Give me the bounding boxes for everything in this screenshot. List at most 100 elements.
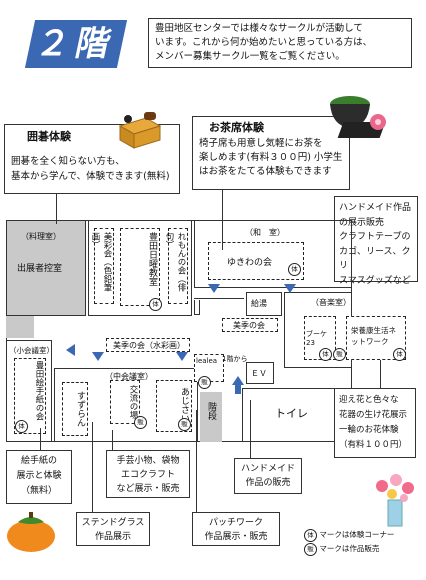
etegami-line-3: （無料） [20, 486, 57, 496]
stained-callout: ステンドグラス 作品展示 [76, 512, 150, 546]
legend-tai: 体 マークは体験コーナー [304, 528, 424, 542]
bijin-big-booth: 美季の会（水彩画） [106, 338, 190, 352]
washitsu-label: （和 室） [245, 228, 285, 237]
patchwork-line-2: 作品展示・販売 [204, 532, 268, 542]
tea-line-2: 楽しめます(有料３００円) 小学生 [199, 152, 343, 163]
bijin-small-booth: 美季の会 [222, 318, 278, 332]
tea-line-1: 椅子席も用意し気軽にお茶を [199, 138, 323, 149]
cooking-room: （料理室） 出展者控室 [6, 220, 86, 316]
han-mark: 販 [178, 418, 191, 431]
lealea-label: lealea [196, 357, 218, 365]
washitsu: （和 室） [194, 220, 352, 288]
tea-set-icon [322, 82, 408, 146]
remon-label: れもんの会（俳句） [164, 232, 186, 292]
bisaikai-label: 美彩会（色鉛筆画） [90, 232, 112, 292]
go-board-icon [116, 112, 162, 154]
yukiwa-label: ゆきわの会 [227, 258, 273, 268]
go-line-2: 基本から学んで、体験できます(無料) [11, 171, 170, 182]
arrow-down-icon [284, 284, 296, 293]
tai-mark: 体 [319, 348, 332, 361]
flower-arrangement-icon [370, 470, 420, 528]
booka-label: ブーケ23 [306, 330, 327, 347]
exhibitor-waiting-label: 出展者控室 [17, 264, 63, 274]
persimmon-icon [4, 508, 58, 554]
etegami-callout: 絵手紙の 展示と体験 （無料） [6, 450, 72, 504]
arrow-left-icon [66, 344, 75, 356]
small-meeting-room: （小会議室） [6, 340, 54, 442]
etegami-label: 豊田絵手紙の会 [34, 361, 44, 421]
han-mark: 販 [198, 376, 211, 389]
arrow-down-icon [92, 352, 104, 361]
music-label: （音楽室） [311, 298, 351, 307]
flower-callout: 迎え花と色々な 花器の生け花展示 一輪のお花体験 （有料１００円） [334, 388, 416, 458]
handmade-line-5: スマスグッズなど [339, 275, 411, 286]
mid-meeting-label: （中会議室） [105, 372, 153, 381]
flower-line-2: 花器の生け花展示 [339, 410, 408, 420]
han-mark: 販 [134, 416, 147, 429]
stairs: 階段 [200, 392, 222, 442]
floor-plan: （料理室） 出展者控室 美彩会（色鉛筆画） 豊田日曜教室 体 れもんの会（俳句）… [6, 220, 406, 442]
han-mark: 販 [333, 348, 346, 361]
koryu-booth: 交流の場 [110, 380, 140, 424]
legend-tai-label: マークは体験コーナー [319, 530, 395, 539]
handmade-line-4: カゴ、リース、クリ [339, 246, 411, 272]
crafts-line-1: 手芸小物、袋物 [116, 456, 180, 466]
tea-experience-box: お茶席体験 椅子席も用意し気軽にお茶を 楽しめます(有料３００円) 小学生 はお… [192, 116, 350, 190]
small-meeting-label: （小会議室） [9, 346, 54, 355]
suzuran-label: すずらん [75, 391, 85, 427]
koryu-label: 交流の場 [128, 385, 138, 419]
floor-badge: ２階 [24, 20, 128, 68]
tea-line-3: はお茶をたてる体験もできます [199, 166, 332, 177]
stained-line-1: ステンドグラス [81, 518, 145, 528]
suzuran-booth: すずらん [62, 382, 88, 436]
etegami-booth: 豊田絵手紙の会 [14, 358, 46, 434]
patchwork-callout: パッチワーク 作品展示・販売 [192, 512, 280, 546]
tai-mark: 体 [149, 298, 162, 311]
bijin-big-label: 美季の会（水彩画） [113, 341, 185, 350]
tai-mark: 体 [304, 528, 317, 542]
handmade-line-1: ハンドメイド作品 [339, 203, 412, 213]
mid-meeting-room: （中会議室） [54, 368, 198, 442]
toilet-label: トイレ [275, 407, 308, 420]
handmade-line-2: の展示販売 [339, 217, 385, 228]
legend-han: 販 マークは作品販売 [304, 542, 424, 556]
etegami-line-2: 展示と体験 [16, 471, 62, 481]
tai-mark: 体 [393, 348, 406, 361]
stained-line-2: 作品展示 [94, 532, 131, 542]
crafts-line-2: エコクラフト [120, 470, 175, 480]
ev-label: ＥＶ [251, 369, 267, 378]
bijin-small-label: 美季の会 [233, 321, 265, 330]
eiyo-label: 栄養康生活ネットワーク [351, 326, 396, 346]
handmade-sale-line-1: ハンドメイド [240, 464, 295, 474]
stairs-label: 階段 [206, 402, 216, 420]
arrow-down-icon [208, 284, 220, 293]
yukiwa-booth: ゆきわの会 体 [208, 242, 304, 280]
bisaikai-booth: 美彩会（色鉛筆画） [90, 228, 114, 304]
tea-title: お茶席体験 [209, 121, 264, 134]
flower-line-3: 一輪のお花体験 [339, 425, 399, 435]
intro-line-1: 豊田地区センターでは様々なサークルが活動して [155, 23, 363, 34]
remon-booth: れもんの会（俳句） [164, 228, 188, 304]
flower-line-4: （有料１００円） [339, 440, 408, 450]
handmade-display-box: ハンドメイド作品 の展示販売 クラフトテープの カゴ、リース、クリ スマスグッズ… [334, 196, 418, 286]
legend-han-label: マークは作品販売 [319, 544, 380, 553]
crafts-callout: 手芸小物、袋物 エコクラフト など展示・販売 [106, 450, 190, 498]
kyuto-room: 給湯 [246, 292, 282, 316]
handmade-sale-line-2: 作品の販売 [245, 478, 291, 488]
patchwork-line-1: パッチワーク [208, 518, 263, 528]
toyoda-sunday-label: 豊田日曜教室 [147, 232, 157, 286]
go-title: 囲碁体験 [27, 130, 71, 143]
from-1f-label: 1階から [222, 355, 248, 363]
han-mark: 販 [304, 542, 317, 556]
intro-line-3: メンバー募集サークル一覧をご覧ください。 [155, 51, 345, 62]
ajisai-label: あじさい [179, 387, 189, 423]
handmade-line-3: クラフトテープの [339, 232, 411, 242]
up-arrow-icon [232, 376, 244, 385]
flower-line-1: 迎え花と色々な [339, 395, 399, 405]
go-line-1: 囲碁を全く知らない方も、 [11, 156, 125, 167]
cooking-room-label: （料理室） [21, 232, 61, 241]
handmade-sale-callout: ハンドメイド 作品の販売 [234, 458, 302, 494]
legend: 体 マークは体験コーナー 販 マークは作品販売 [304, 528, 424, 556]
kyuto-label: 給湯 [251, 299, 267, 308]
toyoda-sunday-booth: 豊田日曜教室 [120, 228, 160, 306]
